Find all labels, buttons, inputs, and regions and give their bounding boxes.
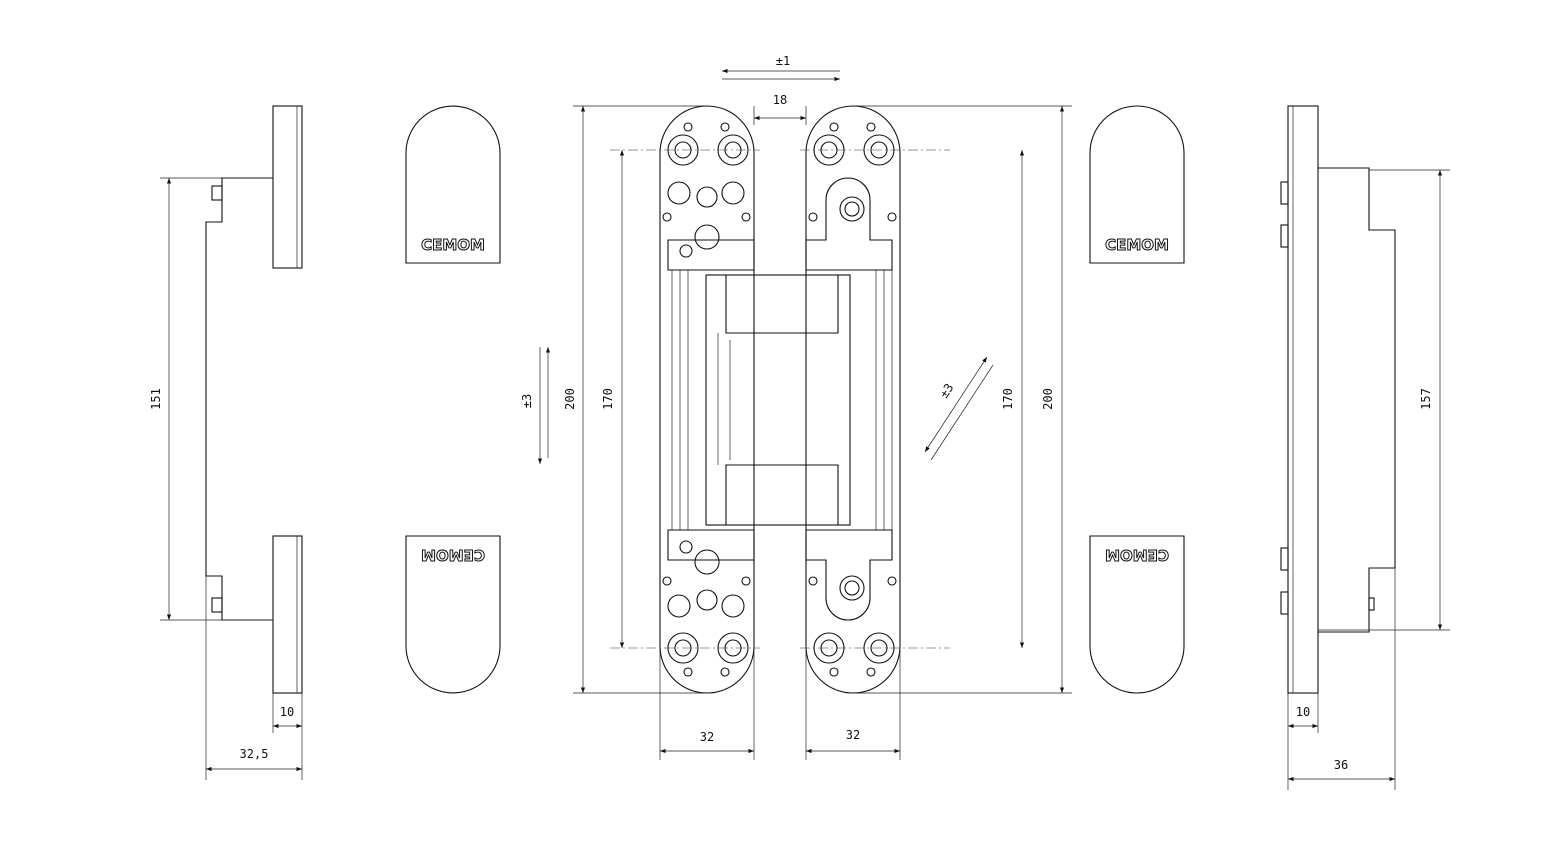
dim-200-right: 200 <box>1041 388 1055 410</box>
brand-logo-right-inverted: CEMOM <box>1105 546 1169 564</box>
dim-adjust-horizontal: ±1 <box>776 54 790 68</box>
right-side-view: 157 10 36 <box>1280 105 1450 790</box>
dim-36: 36 <box>1334 758 1348 772</box>
hinge-front-view <box>610 105 950 694</box>
dim-157: 157 <box>1419 388 1433 410</box>
dim-32-right: 32 <box>846 728 860 742</box>
front-dimensions: ±1 18 200 170 170 200 ±3 ±3 32 32 <box>520 54 1072 760</box>
dim-10-left: 10 <box>280 705 294 719</box>
dim-151: 151 <box>149 388 163 410</box>
left-side-view: 151 10 32,5 <box>149 105 303 780</box>
dim-adjust-depth: ±3 <box>937 381 957 401</box>
dim-170-right: 170 <box>1001 388 1015 410</box>
dim-10-right: 10 <box>1296 705 1310 719</box>
left-cover-caps: CEMOM CEMOM <box>405 105 501 694</box>
dim-170-left: 170 <box>601 388 615 410</box>
dim-adjust-vertical: ±3 <box>520 394 534 408</box>
dim-32-left: 32 <box>700 730 714 744</box>
brand-logo-right: CEMOM <box>1105 236 1169 254</box>
brand-logo-inverted: CEMOM <box>421 546 485 564</box>
brand-logo: CEMOM <box>421 236 485 254</box>
right-cover-caps: CEMOM CEMOM <box>1089 105 1185 694</box>
dim-18: 18 <box>773 93 787 107</box>
dim-32-5: 32,5 <box>240 747 269 761</box>
dim-200-left: 200 <box>563 388 577 410</box>
